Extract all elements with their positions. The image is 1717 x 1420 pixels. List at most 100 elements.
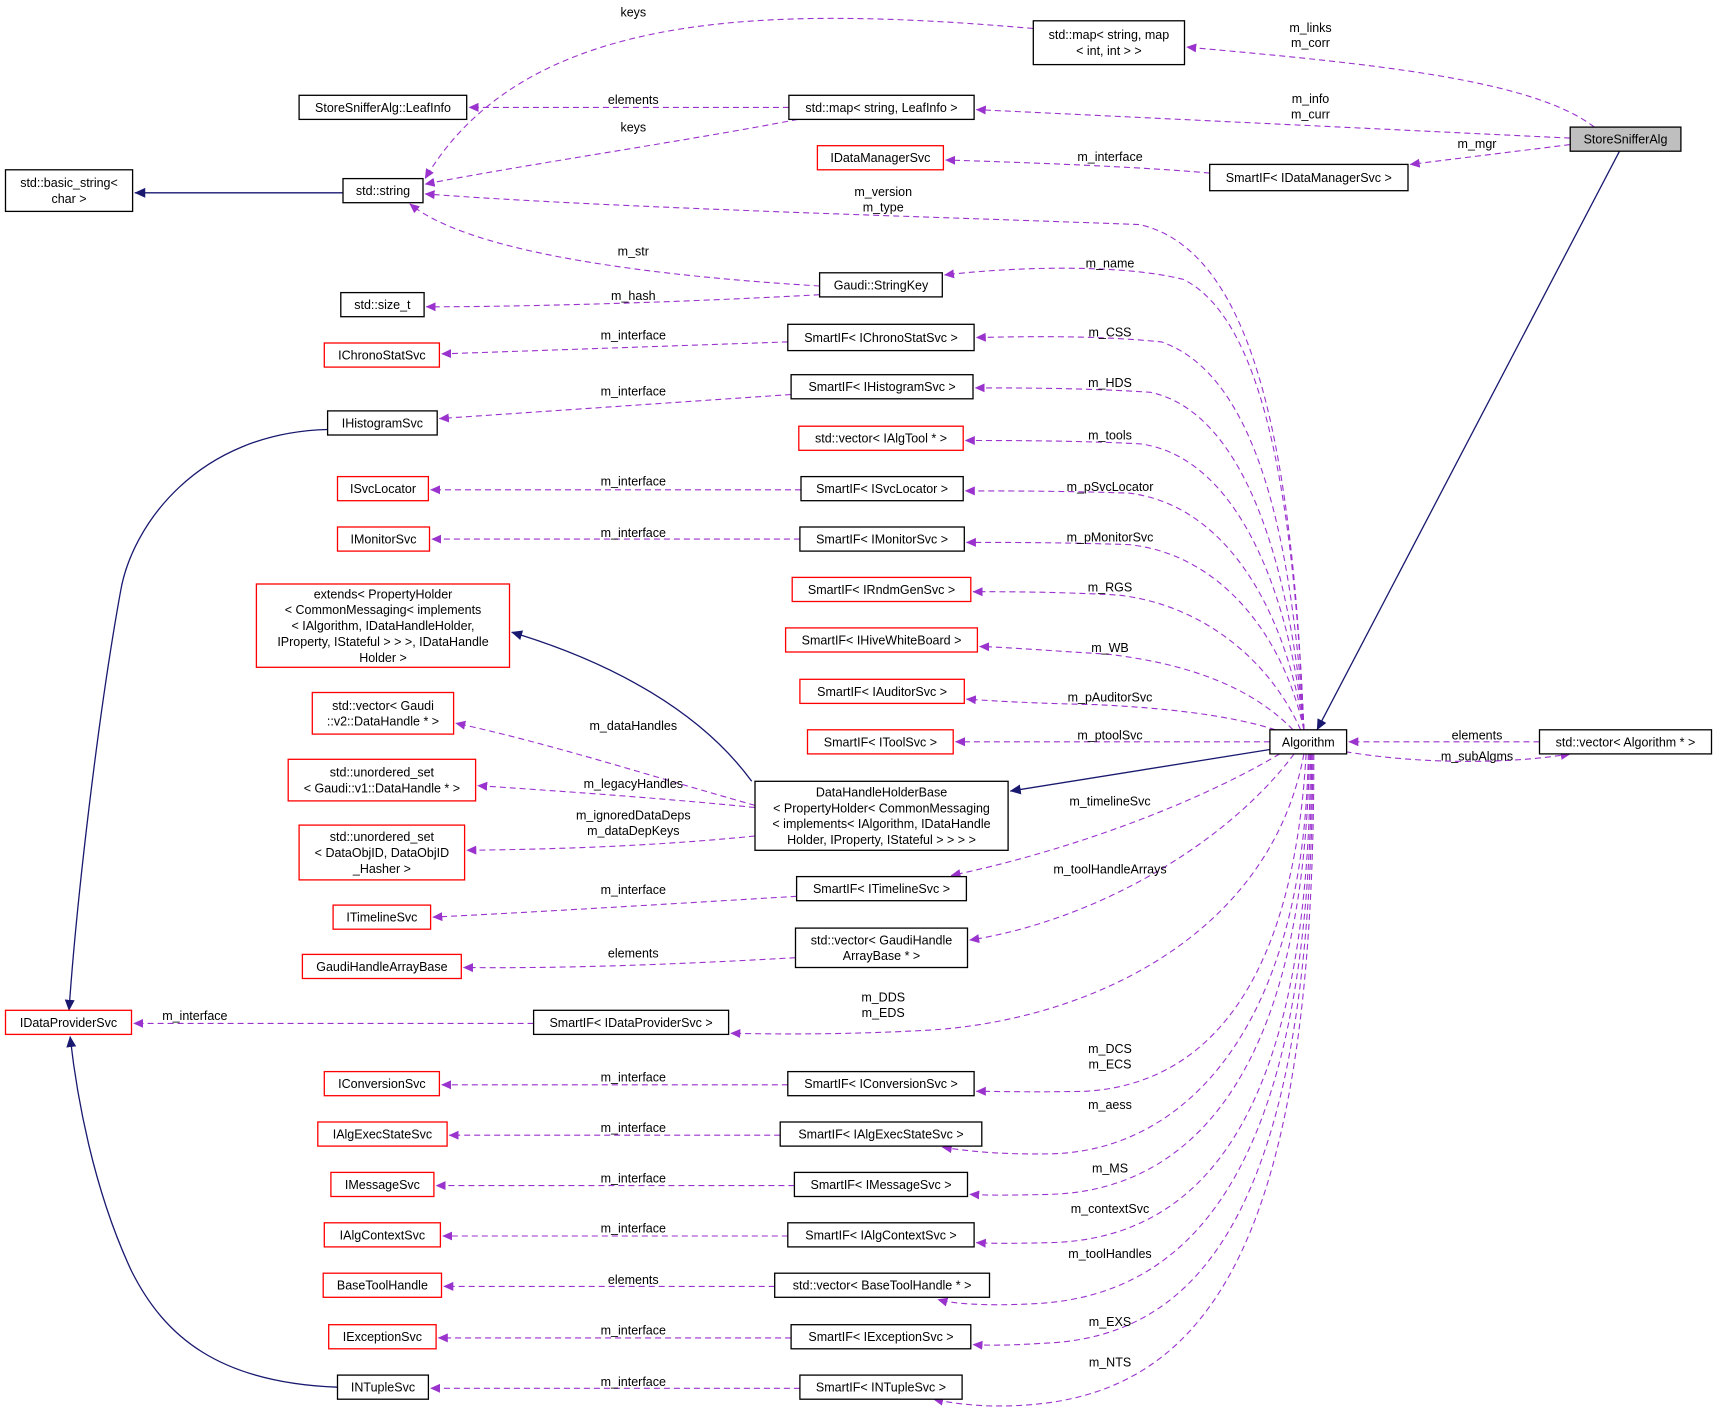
node-smart-msg[interactable]: SmartIF< IMessageSvc > [793, 1171, 969, 1198]
node-vec-btoolhandle[interactable]: std::vector< BaseToolHandle * > [774, 1272, 991, 1298]
node-smart-ntuple[interactable]: SmartIF< INTupleSvc > [799, 1374, 963, 1400]
node-isvcloc[interactable]: ISvcLocator [336, 475, 430, 502]
node-smart-auditor[interactable]: SmartIF< IAuditorSvc > [799, 678, 965, 705]
node-ghab[interactable]: GaudiHandleArrayBase [301, 953, 462, 980]
node-smart-hive[interactable]: SmartIF< IHiveWhiteBoard > [784, 627, 979, 653]
node-box [4, 169, 134, 213]
node-smart-rndm[interactable]: SmartIF< IRndmGenSvc > [791, 576, 972, 603]
edge-label-m-hds: m_HDS [1088, 376, 1132, 390]
node-box [790, 1324, 972, 1350]
node-box [255, 583, 511, 668]
node-intuple[interactable]: INTupleSvc [336, 1374, 430, 1400]
node-box [788, 94, 975, 121]
node-imsg[interactable]: IMessageSvc [330, 1171, 435, 1198]
usage-edge-stringkey-to-stdstring [409, 203, 820, 287]
edge-label-keys: keys [620, 5, 646, 19]
node-iconv[interactable]: IConversionSvc [323, 1070, 441, 1097]
node-label: extends< PropertyHolder [314, 587, 453, 601]
usage-edge-algorithm-to-stringkey [944, 267, 1305, 730]
edge-label-m-name: m_name [1086, 256, 1135, 270]
node-dhhb[interactable]: DataHandleHolderBase< PropertyHolder< Co… [754, 780, 1009, 851]
node-label: IDataProviderSvc [20, 1016, 117, 1030]
node-box [4, 1009, 133, 1036]
edge-label-m-info: m_info [1292, 92, 1330, 106]
edge-label-m-datadepkeys: m_dataDepKeys [587, 824, 679, 838]
node-stdmap-leaf[interactable]: std::map< string, LeafInfo > [788, 94, 975, 121]
edge-label-elements: elements [1452, 729, 1503, 743]
node-stringkey[interactable]: Gaudi::StringKey [818, 272, 943, 298]
node-box [323, 1070, 441, 1097]
node-idataprov[interactable]: IDataProviderSvc [4, 1009, 133, 1036]
node-smart-actx[interactable]: SmartIF< IAlgContextSvc > [787, 1222, 975, 1248]
node-label: SmartIF< ISvcLocator > [816, 482, 948, 496]
node-smart-aes[interactable]: SmartIF< IAlgExecStateSvc > [779, 1121, 983, 1147]
node-smart-svcloc[interactable]: SmartIF< ISvcLocator > [800, 475, 964, 502]
edge-label-m-psvclocator: m_pSvcLocator [1067, 480, 1154, 494]
node-box [298, 824, 466, 881]
usage-edge-smart_chrono-to-ichrono [441, 341, 788, 359]
node-smart-conv[interactable]: SmartIF< IConversionSvc > [787, 1070, 975, 1097]
edge-label-m-toolhandlearrays: m_toolHandleArrays [1053, 862, 1166, 876]
node-uset-datahandle[interactable]: std::unordered_set< Gaudi::v1::DataHandl… [287, 758, 477, 802]
node-label: std::vector< IAlgTool * > [815, 432, 947, 446]
node-smart-exc[interactable]: SmartIF< IExceptionSvc > [790, 1324, 972, 1350]
node-ihisto[interactable]: IHistogramSvc [326, 410, 438, 436]
node-iactx[interactable]: IAlgContextSvc [323, 1222, 442, 1248]
node-sizet[interactable]: std::size_t [340, 291, 425, 318]
node-extends[interactable]: extends< PropertyHolder< CommonMessaging… [255, 583, 511, 668]
node-label: IAlgExecStateSvc [333, 1128, 432, 1142]
edge-label-m-interface: m_interface [601, 883, 666, 897]
node-vec-datahandle[interactable]: std::vector< Gaudi::v2::DataHandle * > [311, 691, 455, 735]
node-box [342, 177, 424, 204]
node-label: IAlgContextSvc [340, 1228, 425, 1242]
usage-edge-storesniffer-to-stdmap_leaf [975, 105, 1571, 139]
node-stdmap-links[interactable]: std::map< string, map< int, int > > [1032, 20, 1186, 66]
node-label: SmartIF< IDataManagerSvc > [1226, 171, 1392, 185]
node-label: ::v2::DataHandle * > [327, 715, 439, 729]
node-basic-string[interactable]: std::basic_string<char > [4, 169, 134, 213]
edge-label-m-interface: m_interface [601, 1375, 666, 1389]
node-smart-toolsvc[interactable]: SmartIF< IToolSvc > [806, 729, 954, 755]
usage-edge-algorithm-to-smart_dataprov [730, 753, 1305, 1038]
node-vec-ghab[interactable]: std::vector< GaudiHandleArrayBase * > [794, 927, 969, 969]
edge-label-m-toolhandles: m_toolHandles [1068, 1247, 1151, 1261]
node-label: ITimelineSvc [346, 911, 417, 925]
node-label: SmartIF< IToolSvc > [824, 735, 937, 749]
node-storesniffer[interactable]: StoreSnifferAlg [1569, 126, 1682, 152]
usage-edge-dhhb-to-uset_dataobjid [466, 835, 756, 855]
node-label: SmartIF< IAuditorSvc > [817, 685, 947, 699]
node-box [323, 1222, 442, 1248]
node-stdstring[interactable]: std::string [342, 177, 424, 204]
node-uset-dataobjid[interactable]: std::unordered_set< DataObjID, DataObjID… [298, 824, 466, 881]
edge-label-m-ecs: m_ECS [1088, 1057, 1131, 1071]
usage-edge-vec_ghab-to-ghab [463, 957, 796, 973]
node-box [787, 323, 975, 352]
edge-label-elements: elements [608, 93, 659, 107]
usage-edge-algorithm-to-smart_aes [941, 753, 1309, 1155]
inheritance-edge-algorithm-to-dhhb [1009, 748, 1271, 795]
node-smart-monitor[interactable]: SmartIF< IMonitorSvc > [799, 526, 965, 552]
node-box [818, 272, 943, 298]
node-smart-idatamgr[interactable]: SmartIF< IDataManagerSvc > [1209, 163, 1409, 192]
node-imonitor[interactable]: IMonitorSvc [336, 526, 431, 552]
node-vec-algorithm[interactable]: std::vector< Algorithm * > [1538, 729, 1713, 755]
node-smart-timeline[interactable]: SmartIF< ITimelineSvc > [795, 875, 968, 902]
node-iaes[interactable]: IAlgExecStateSvc [317, 1121, 448, 1147]
node-itimeline[interactable]: ITimelineSvc [332, 904, 432, 930]
usage-edge-algorithm-to-smart_rndm [972, 587, 1302, 731]
node-algorithm[interactable]: Algorithm [1269, 729, 1348, 755]
node-smart-dataprov[interactable]: SmartIF< IDataProviderSvc > [532, 1009, 730, 1036]
node-btoolhandle[interactable]: BaseToolHandle [322, 1272, 443, 1298]
node-idatamgr[interactable]: IDataManagerSvc [816, 145, 945, 171]
node-vec-algtool[interactable]: std::vector< IAlgTool * > [798, 425, 964, 451]
node-smart-chrono[interactable]: SmartIF< IChronoStatSvc > [787, 323, 975, 352]
node-leafinfo[interactable]: StoreSnifferAlg::LeafInfo [298, 94, 468, 121]
edge-label-m-interface: m_interface [601, 1121, 666, 1135]
node-ichrono[interactable]: IChronoStatSvc [323, 342, 441, 368]
node-smart-histo[interactable]: SmartIF< IHistogramSvc > [790, 374, 974, 400]
edge-label-m-curr: m_curr [1291, 107, 1330, 121]
edge-label-m-interface: m_interface [601, 1171, 666, 1185]
node-box [1269, 729, 1348, 755]
edge-label-m-version: m_version [854, 185, 912, 199]
node-iexc[interactable]: IExceptionSvc [328, 1324, 437, 1350]
